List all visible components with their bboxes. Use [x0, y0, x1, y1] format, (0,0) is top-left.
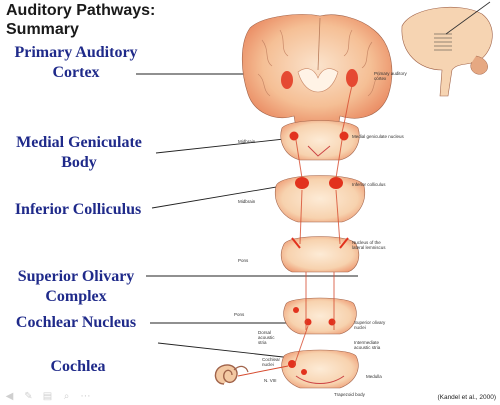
- small-label-cn-line2: nuclei: [262, 362, 274, 367]
- small-label-primary-auditory-cortex: Primary auditory cortex: [374, 71, 407, 81]
- inset-section-marks: [434, 33, 452, 51]
- small-label-ias-line1: Intermediate: [354, 340, 380, 345]
- small-label-medulla: Medulla: [366, 374, 382, 379]
- lateral-lemniscus-nuclei: [291, 237, 349, 249]
- midbrain-ic-section: [274, 175, 366, 223]
- label-cochlear-nucleus-text: Cochlear Nucleus: [15, 314, 137, 331]
- label-inferior-colliculus: Inferior Colliculus: [3, 200, 153, 220]
- trapezoid-body-fibers: [295, 375, 345, 384]
- auditory-nerve: [237, 365, 289, 377]
- fiber-right-ic-mgb: [335, 139, 343, 179]
- right-medial-geniculate: [339, 131, 349, 141]
- small-label-medial-geniculate-nucleus: Medial geniculate nucleus: [352, 134, 404, 139]
- small-label-son-line1: Superior olivary: [354, 320, 386, 325]
- small-label-trapezoid-body: Trapezoid body: [334, 392, 365, 397]
- small-label-pons-1: Pons: [238, 258, 249, 263]
- fiber-left-ic-mgb: [295, 139, 303, 179]
- small-label-midbrain-2: Midbrain: [238, 199, 256, 204]
- small-label-das-line1: Dorsal: [258, 330, 272, 335]
- mgb-decussation: [307, 145, 331, 157]
- small-label-dorsal-acoustic-stria: Dorsal acoustic stria: [258, 330, 275, 345]
- medulla-section: [281, 349, 359, 389]
- small-label-cochlear-nuclei: Cochlear nuclei: [262, 357, 280, 367]
- small-label-cn-line1: Cochlear: [262, 357, 281, 362]
- previous-slide-icon[interactable]: ◀: [5, 391, 14, 402]
- fiber-cn-soc: [293, 325, 309, 367]
- small-label-n-viii: N. VIII: [264, 378, 277, 383]
- label-medial-geniculate-line2: Body: [61, 154, 97, 171]
- small-label-inferior-colliculus: Inferior colliculus: [352, 182, 386, 187]
- semicircular-canal: [233, 365, 249, 373]
- inset-cerebellum: [470, 55, 488, 75]
- label-superior-olivary-line1: Superior Olivary: [17, 268, 135, 285]
- midbrain-section-1: [280, 120, 360, 161]
- label-superior-olivary-complex: Superior Olivary Complex: [3, 267, 149, 307]
- leader-line-ic: [151, 182, 301, 209]
- small-label-das-line2: acoustic: [258, 335, 275, 340]
- presentation-toolbar: ◀ ✎ ▤ ⌕ ⋯: [4, 391, 91, 402]
- cochlea-spiral: [214, 364, 238, 385]
- left-auditory-cortex-highlight: [281, 71, 293, 89]
- midbrain-mgb-section: [280, 120, 360, 161]
- small-label-nll-line2: lateral lemniscus: [352, 245, 386, 250]
- label-primary-auditory-cortex-line2: Cortex: [52, 64, 100, 81]
- left-inferior-colliculus: [295, 177, 309, 189]
- slide-title-line1: Auditory Pathways:: [6, 2, 156, 19]
- gyri-lines: [257, 29, 381, 97]
- small-label-nll-line1: Nucleus of the: [352, 240, 381, 245]
- coronal-section: [241, 14, 393, 129]
- pons-lower-section: [283, 297, 357, 335]
- zoom-icon[interactable]: ⌕: [63, 391, 70, 402]
- small-label-pons-2: Pons: [234, 312, 245, 317]
- small-label-ias-line2: acoustic stria: [354, 345, 381, 350]
- label-cochlea-text: Cochlea: [50, 358, 106, 375]
- slide-title: Auditory Pathways: Summary: [6, 1, 155, 39]
- pen-icon[interactable]: ✎: [24, 391, 33, 402]
- fiber-left-ll-ic: [299, 189, 303, 245]
- pons-section-2: [283, 297, 357, 335]
- slides-icon[interactable]: ▤: [42, 391, 53, 402]
- cochlear-nucleus-upper: [293, 307, 299, 313]
- right-inferior-colliculus: [329, 177, 343, 189]
- dorsal-cochlear-nucleus: [301, 369, 307, 375]
- inset-sagittal-brain: [401, 1, 493, 97]
- label-cochlear-nucleus: Cochlear Nucleus: [3, 313, 149, 333]
- midline-fissure: [317, 17, 321, 71]
- label-superior-olivary-line2: Complex: [45, 288, 107, 305]
- small-label-pac-line1: Primary auditory: [374, 71, 407, 76]
- inset-pointer: [445, 1, 491, 35]
- label-medial-geniculate-line1: Medial Geniculate: [16, 134, 142, 151]
- medulla-shape: [281, 349, 359, 389]
- small-label-son-line2: nuclei: [354, 325, 366, 330]
- ventricles: [297, 68, 339, 93]
- slide-title-line2: Summary: [6, 21, 79, 38]
- pons-section-1: [280, 236, 360, 273]
- coronal-brain-shape: [241, 14, 393, 129]
- small-label-intermediate-acoustic-stria: Intermediate acoustic stria: [354, 340, 380, 350]
- more-options-icon[interactable]: ⋯: [80, 391, 91, 402]
- inset-brain-shape: [401, 6, 493, 97]
- pons-upper-section: [280, 236, 360, 273]
- small-label-das-line3: stria: [258, 340, 267, 345]
- ascending-fibers: [293, 85, 353, 367]
- left-medial-geniculate: [289, 131, 299, 141]
- fiber-mgb-cortex: [341, 85, 353, 133]
- label-primary-auditory-cortex: Primary Auditory Cortex: [3, 43, 149, 83]
- cochlea-drawing: [214, 364, 289, 385]
- label-primary-auditory-cortex-line1: Primary Auditory: [14, 44, 138, 61]
- label-inferior-colliculus-text: Inferior Colliculus: [14, 201, 142, 218]
- small-label-nucleus-lateral-lemniscus: Nucleus of the lateral lemniscus: [352, 240, 386, 250]
- citation-credit: (Kandel et al., 2000): [437, 394, 496, 401]
- small-label-superior-olivary-nuclei: Superior olivary nuclei: [354, 320, 385, 330]
- small-label-midbrain-1: Midbrain: [238, 139, 256, 144]
- label-cochlea: Cochlea: [38, 357, 118, 377]
- leader-line-cochlea: [157, 342, 293, 359]
- fiber-right-ll-ic: [335, 189, 341, 245]
- label-medial-geniculate-body: Medial Geniculate Body: [3, 133, 155, 173]
- right-auditory-cortex-highlight: [346, 69, 358, 87]
- small-label-pac-line2: cortex: [374, 76, 387, 81]
